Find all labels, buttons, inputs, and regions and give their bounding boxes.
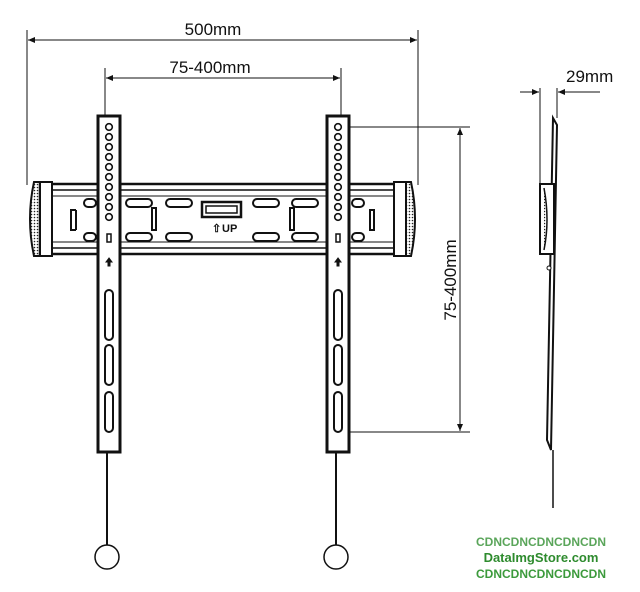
- up-label: UP: [222, 223, 237, 235]
- watermark-line-3: CDNCDNCDNCDNCDN: [476, 567, 606, 581]
- left-end-cap: [29, 181, 53, 257]
- safety-knob: [94, 544, 120, 570]
- right-tv-bracket: [323, 114, 351, 570]
- vesa-vertical-dimension: [348, 126, 470, 433]
- watermark-line-1: CDNCDNCDNCDNCDN: [476, 535, 606, 549]
- right-end-cap: [393, 181, 416, 257]
- vesa-horizontal-label: 75-400mm: [169, 58, 250, 77]
- side-profile: [520, 88, 600, 508]
- up-arrow-icon: ⇧: [212, 223, 221, 235]
- overall-width-label: 500mm: [185, 20, 242, 39]
- vesa-vertical-label: 75-400mm: [441, 239, 460, 320]
- safety-knob: [323, 544, 349, 570]
- watermark-site: DataImgStore.com: [483, 550, 599, 565]
- left-tv-bracket: [94, 114, 122, 570]
- vesa-horizontal-dimension: [104, 68, 342, 118]
- overall-width-dimension: [26, 30, 419, 185]
- depth-label: 29mm: [566, 67, 613, 86]
